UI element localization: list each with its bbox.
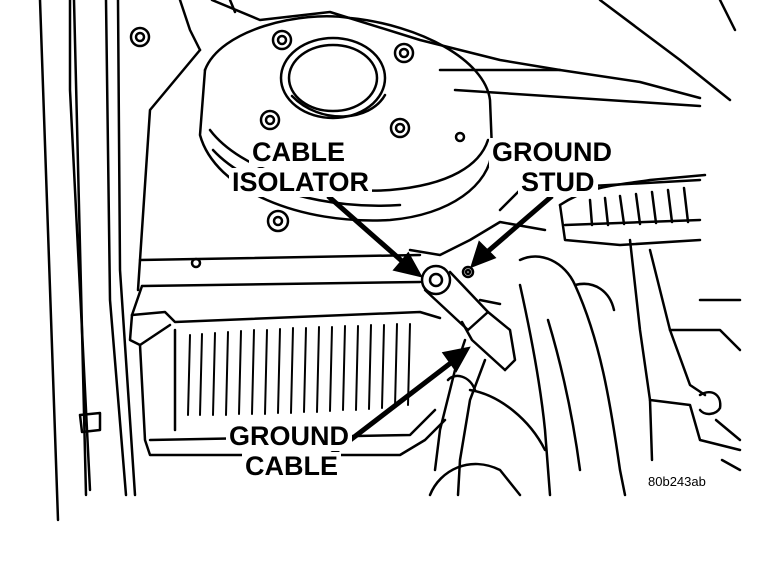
figure-id: 80b243ab xyxy=(648,474,706,489)
ground-stud-label-line2: STUD xyxy=(518,168,598,197)
ground-cable-label-line1: GROUND xyxy=(226,422,352,451)
tower-nut-icon xyxy=(129,26,466,269)
cable-isolator-label-line1: CABLE xyxy=(249,138,348,167)
strut-tower xyxy=(198,15,494,222)
fender-edge xyxy=(38,0,137,522)
ground-cable-label-line2: CABLE xyxy=(242,452,341,481)
intake-hose xyxy=(428,255,627,497)
leader-arrows xyxy=(326,194,554,456)
cable-isolator-label-line2: ISOLATOR xyxy=(229,168,373,197)
air-cleaner-housing xyxy=(558,173,742,472)
battery-ribs xyxy=(187,323,411,416)
ground-cable xyxy=(420,264,517,497)
battery-tray xyxy=(128,280,447,457)
ground-stud-label-line1: GROUND xyxy=(489,138,615,167)
